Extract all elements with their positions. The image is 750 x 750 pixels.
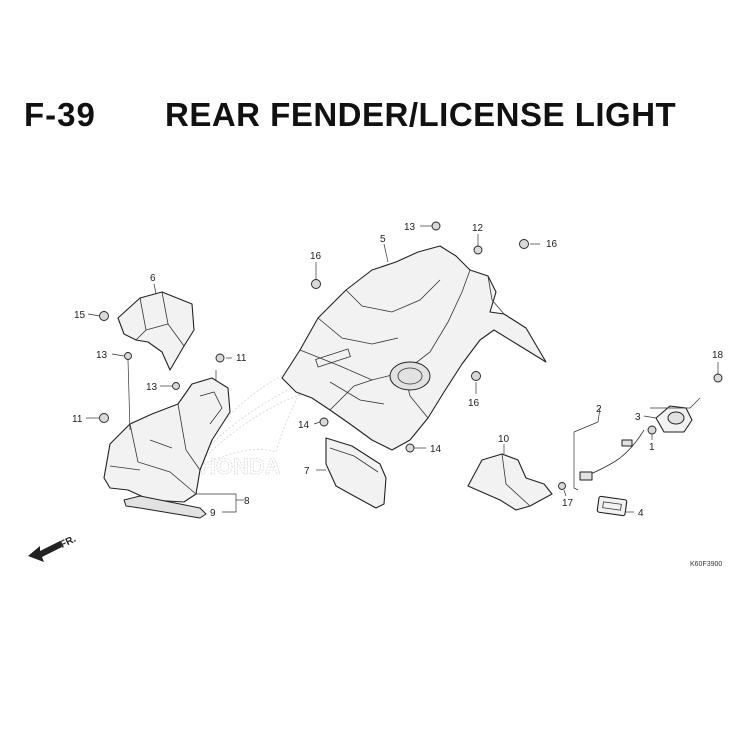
part-7-mud-flap xyxy=(325,437,387,509)
callout-16c: 16 xyxy=(468,398,480,409)
page-title: REAR FENDER/LICENSE LIGHT xyxy=(165,96,677,133)
callout-10: 10 xyxy=(498,434,510,445)
callout-labels: 6 15 13 11 13 11 8 9 16 5 13 12 16 16 14… xyxy=(72,222,724,519)
callout-5: 5 xyxy=(380,234,386,245)
callout-8: 8 xyxy=(244,496,250,507)
fasteners xyxy=(99,221,723,490)
part-2-wire-harness xyxy=(573,421,645,491)
callout-18: 18 xyxy=(712,350,724,361)
callout-13b: 13 xyxy=(146,382,158,393)
watermark-text: HONDA xyxy=(200,454,281,479)
callout-11b: 11 xyxy=(236,353,247,364)
callout-2: 2 xyxy=(596,404,602,415)
callout-9: 9 xyxy=(210,508,216,519)
front-direction-indicator: FR. xyxy=(28,534,78,562)
callout-14a: 14 xyxy=(298,420,310,431)
callout-13a: 13 xyxy=(96,350,108,361)
part-8-inner-fender xyxy=(103,377,231,503)
callout-11a: 11 xyxy=(72,414,83,425)
page-header: F-39 REAR FENDER/LICENSE LIGHT xyxy=(0,0,750,160)
callout-14b: 14 xyxy=(430,444,442,455)
callout-7: 7 xyxy=(304,466,310,477)
part-9-seal-strip xyxy=(123,495,207,519)
callout-12: 12 xyxy=(472,223,484,234)
part-3-license-light xyxy=(650,397,701,433)
part-4-lens-cover xyxy=(596,495,628,517)
part-6-upper-cover xyxy=(117,291,195,371)
part-10-license-bracket xyxy=(467,453,553,511)
callout-15: 15 xyxy=(74,310,86,321)
callout-1: 1 xyxy=(649,442,655,453)
callout-16b: 16 xyxy=(546,239,558,250)
callout-16a: 16 xyxy=(310,251,322,262)
reference-code: K60F3900 xyxy=(690,561,722,568)
leader-lines xyxy=(86,225,719,513)
callout-6: 6 xyxy=(150,273,156,284)
part-1-bulb xyxy=(647,425,657,435)
direction-label: FR. xyxy=(58,534,77,551)
callout-4: 4 xyxy=(638,508,644,519)
callout-17: 17 xyxy=(562,498,574,509)
arrow-left-icon xyxy=(28,541,62,562)
callout-13c: 13 xyxy=(404,222,416,233)
figure-code: F-39 xyxy=(24,96,96,133)
callout-3: 3 xyxy=(635,412,641,423)
part-5-rear-fender xyxy=(281,245,547,451)
